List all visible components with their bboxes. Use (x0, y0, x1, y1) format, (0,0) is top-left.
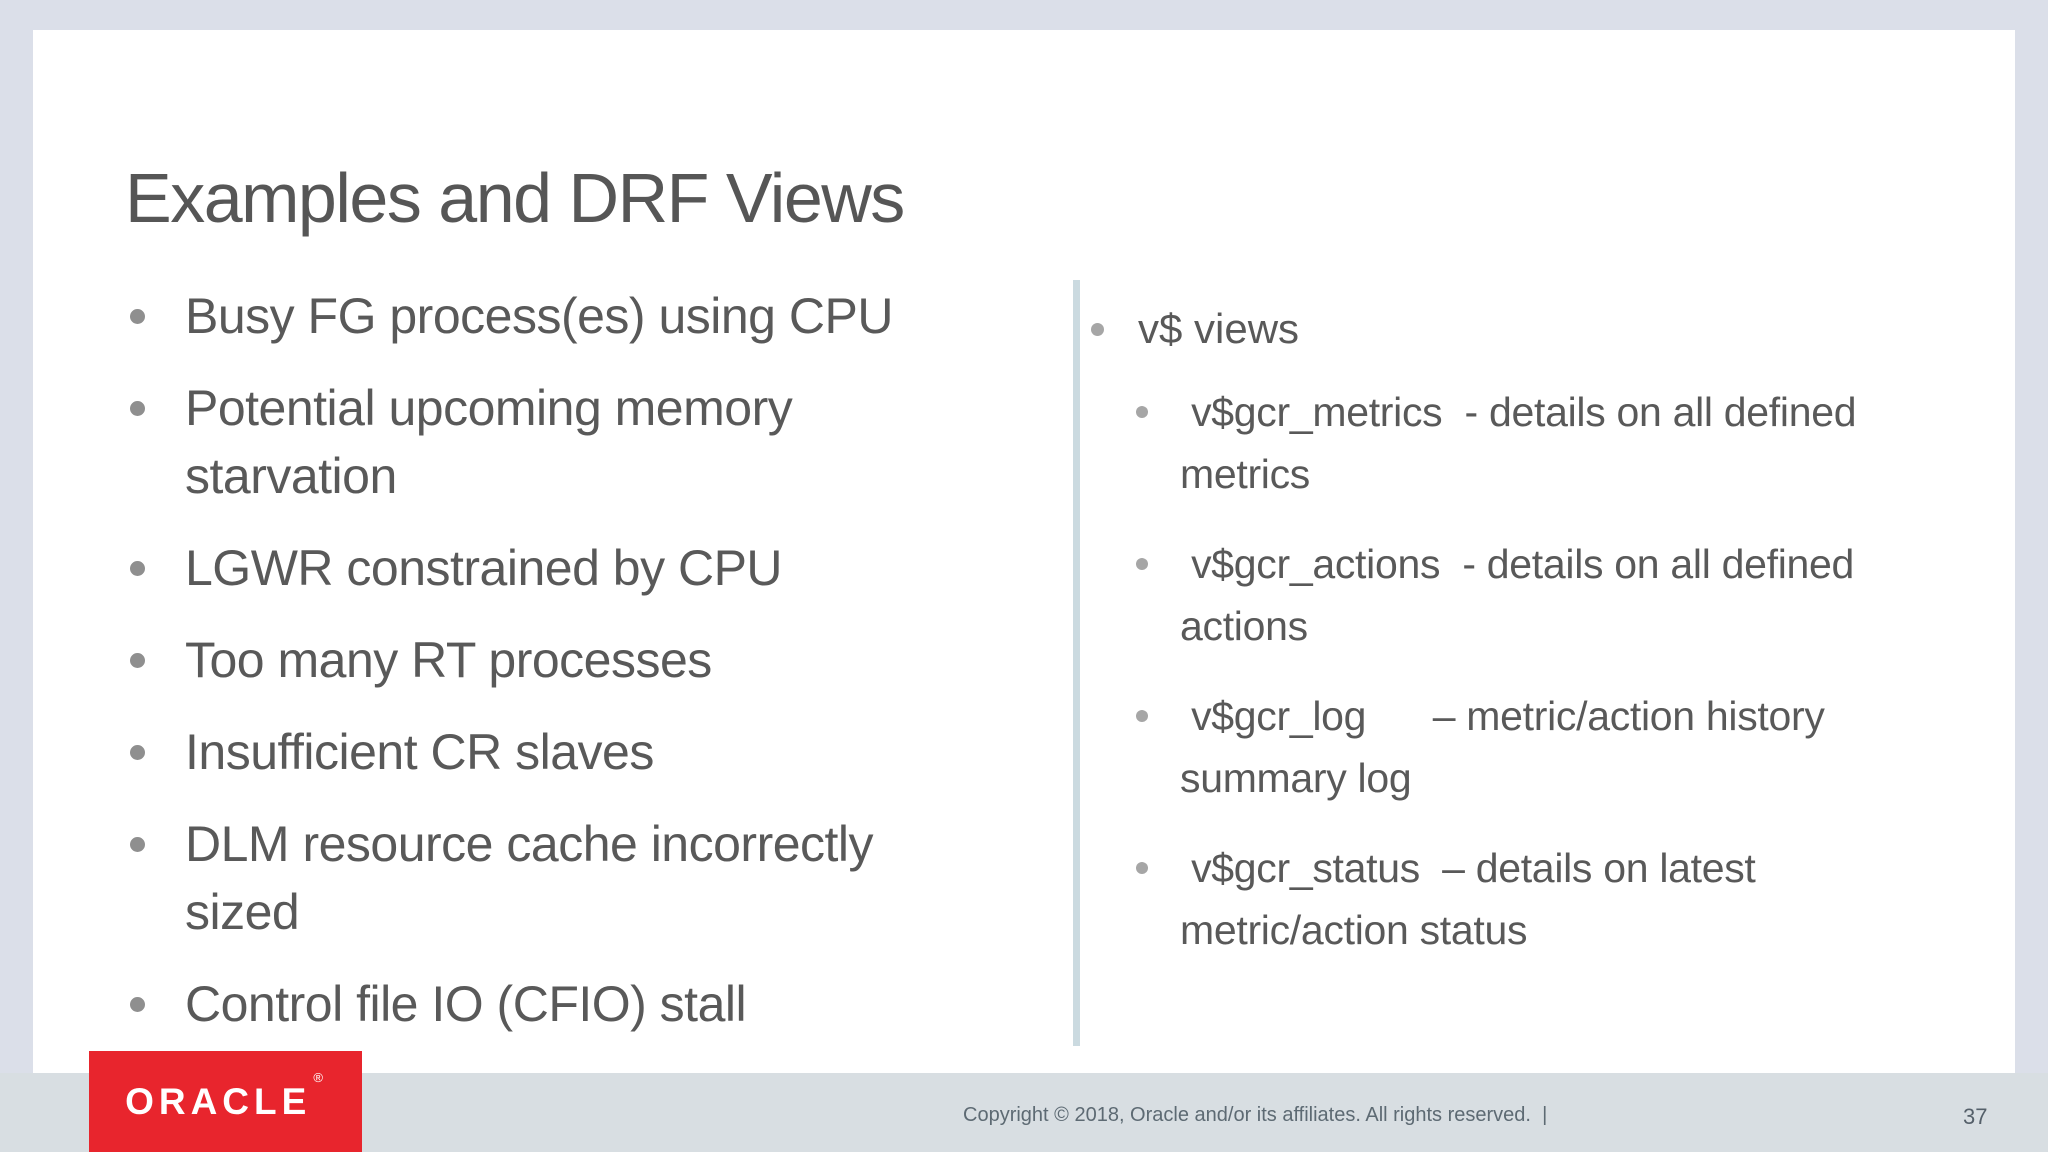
bullet-icon (1091, 323, 1104, 336)
list-item: v$gcr_metrics - details on all defined m… (1136, 381, 2048, 505)
list-item: DLM resource cache incorrectly sized (130, 810, 950, 946)
list-item: Potential upcoming memory starvation (130, 374, 950, 510)
list-item: v$gcr_actions - details on all defined a… (1136, 533, 2048, 657)
list-item: v$gcr_log – metric/action history summar… (1136, 685, 2048, 809)
list-item-text: v$gcr_log – metric/action history summar… (1180, 693, 1825, 801)
right-column: v$ views v$gcr_metrics - details on all … (1091, 298, 2048, 989)
list-item-text: Potential upcoming memory starvation (185, 380, 793, 504)
bullet-icon (1136, 710, 1148, 722)
right-sub-bullet-list: v$gcr_metrics - details on all defined m… (1136, 381, 2048, 961)
column-divider (1073, 280, 1080, 1046)
page-title: Examples and DRF Views (125, 159, 905, 237)
list-item: Too many RT processes (130, 626, 950, 694)
list-item-text: Too many RT processes (185, 632, 712, 688)
bullet-icon (130, 997, 145, 1012)
list-item: Busy FG process(es) using CPU (130, 282, 950, 350)
bullet-icon (130, 561, 145, 576)
right-heading-item: v$ views (1091, 298, 2048, 360)
slide: Examples and DRF Views Busy FG process(e… (33, 30, 2015, 1073)
registered-trademark-icon: ® (313, 1070, 328, 1085)
list-item-text: Insufficient CR slaves (185, 724, 654, 780)
list-item: Insufficient CR slaves (130, 718, 950, 786)
copyright-text: Copyright © 2018, Oracle and/or its affi… (963, 1104, 1548, 1126)
bullet-icon (130, 653, 145, 668)
list-item-text: v$gcr_actions - details on all defined a… (1180, 541, 1855, 649)
bullet-icon (130, 401, 145, 416)
oracle-logo: ORACLE® (89, 1051, 362, 1152)
bullet-icon (1136, 862, 1148, 874)
list-item-text: Control file IO (CFIO) stall (185, 976, 747, 1032)
left-bullet-list: Busy FG process(es) using CPU Potential … (130, 282, 950, 1062)
page-number: 37 (1963, 1104, 1988, 1129)
list-item-text: DLM resource cache incorrectly sized (185, 816, 874, 940)
list-item: Control file IO (CFIO) stall (130, 970, 950, 1038)
bullet-icon (130, 837, 145, 852)
list-item: LGWR constrained by CPU (130, 534, 950, 602)
right-heading-text: v$ views (1138, 305, 1300, 352)
list-item-text: LGWR constrained by CPU (185, 540, 783, 596)
list-item-text: v$gcr_status – details on latest metric/… (1180, 845, 1756, 953)
bullet-icon (130, 309, 145, 324)
list-item: v$gcr_status – details on latest metric/… (1136, 837, 2048, 961)
oracle-wordmark: ORACLE® (125, 1070, 328, 1122)
list-item-text: v$gcr_metrics - details on all defined m… (1180, 389, 1857, 497)
bullet-icon (130, 745, 145, 760)
bullet-icon (1136, 406, 1148, 418)
bullet-icon (1136, 558, 1148, 570)
list-item-text: Busy FG process(es) using CPU (185, 288, 893, 344)
